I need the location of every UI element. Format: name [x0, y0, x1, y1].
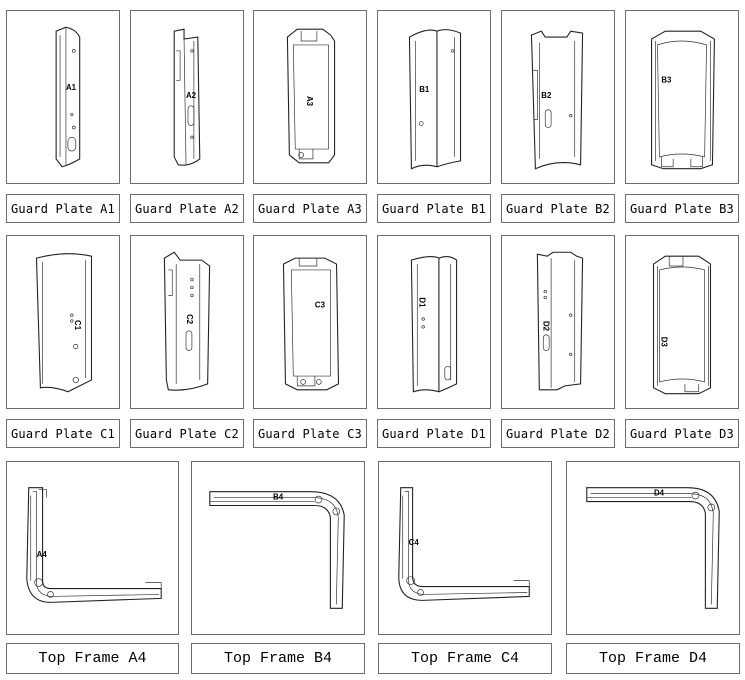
part-label-b2: B2: [541, 91, 552, 100]
guard-plate-c1-caption[interactable]: Guard Plate C1: [6, 419, 120, 448]
guard-plate-c2-image[interactable]: C2: [130, 235, 244, 409]
guard-plate-b1-caption[interactable]: Guard Plate B1: [377, 194, 491, 223]
part-label-b4: B4: [273, 493, 284, 502]
part-label-c2: C2: [185, 314, 194, 325]
guard-plate-c2-card[interactable]: C2 Guard Plate C2: [130, 235, 244, 450]
guard-plate-a2-caption[interactable]: Guard Plate A2: [130, 194, 244, 223]
part-label-b3: B3: [661, 75, 672, 84]
top-frame-c4-image[interactable]: C4: [378, 461, 552, 635]
top-frame-d4-card[interactable]: D4 Top Frame D4: [566, 461, 740, 676]
part-label-c3: C3: [315, 300, 326, 309]
top-frame-c4-caption[interactable]: Top Frame C4: [378, 643, 552, 674]
part-label-d2: D2: [541, 321, 550, 332]
top-frame-c4-card[interactable]: C4 Top Frame C4: [378, 461, 552, 676]
guard-plate-a2-image[interactable]: A2: [130, 10, 244, 184]
part-label-d4: D4: [654, 489, 665, 498]
top-frame-a4-image[interactable]: A4: [6, 461, 179, 635]
guard-plate-a3-caption[interactable]: Guard Plate A3: [253, 194, 367, 223]
guard-plate-d3-caption[interactable]: Guard Plate D3: [625, 419, 739, 448]
guard-plate-d1-caption[interactable]: Guard Plate D1: [377, 419, 491, 448]
top-frame-b4-image[interactable]: B4: [191, 461, 365, 635]
part-label-c1: C1: [73, 320, 82, 331]
part-label-a1: A1: [66, 83, 77, 92]
part-label-d3: D3: [659, 337, 668, 348]
part-label-a4: A4: [37, 550, 48, 559]
guard-plate-c1-card[interactable]: C1 Guard Plate C1: [6, 235, 120, 450]
guard-plate-a1-image[interactable]: A1: [6, 10, 120, 184]
part-label-a3: A3: [305, 96, 314, 107]
guard-plate-d2-image[interactable]: D2: [501, 235, 615, 409]
guard-plate-b3-caption[interactable]: Guard Plate B3: [625, 194, 739, 223]
guard-plate-b2-caption[interactable]: Guard Plate B2: [501, 194, 615, 223]
guard-plate-b2-image[interactable]: B2: [501, 10, 615, 184]
guard-plate-d2-card[interactable]: D2 Guard Plate D2: [501, 235, 615, 450]
guard-plate-a2-card[interactable]: A2 Guard Plate A2: [130, 10, 244, 225]
guard-plate-b2-card[interactable]: B2 Guard Plate B2: [501, 10, 615, 225]
top-frame-a4-card[interactable]: A4 Top Frame A4: [6, 461, 179, 676]
guard-plate-c3-image[interactable]: C3: [253, 235, 367, 409]
guard-plate-d2-caption[interactable]: Guard Plate D2: [501, 419, 615, 448]
top-frame-row: A4 Top Frame A4 B4 Top Frame B4: [0, 461, 745, 676]
guard-plate-a1-card[interactable]: A1 Guard Plate A1: [6, 10, 120, 225]
guard-plate-a3-card[interactable]: A3 Guard Plate A3: [253, 10, 367, 225]
guard-plate-c3-card[interactable]: C3 Guard Plate C3: [253, 235, 367, 450]
guard-plate-d3-card[interactable]: D3 Guard Plate D3: [625, 235, 739, 450]
guard-plate-c1-image[interactable]: C1: [6, 235, 120, 409]
guard-plate-c3-caption[interactable]: Guard Plate C3: [253, 419, 367, 448]
guard-plate-row-1: A1 Guard Plate A1 A2 Guard Plate A2: [0, 10, 745, 225]
guard-plate-d1-card[interactable]: D1 Guard Plate D1: [377, 235, 491, 450]
top-frame-b4-card[interactable]: B4 Top Frame B4: [191, 461, 365, 676]
top-frame-d4-caption[interactable]: Top Frame D4: [566, 643, 740, 674]
guard-plate-b3-card[interactable]: B3 Guard Plate B3: [625, 10, 739, 225]
guard-plate-d1-image[interactable]: D1: [377, 235, 491, 409]
top-frame-b4-caption[interactable]: Top Frame B4: [191, 643, 365, 674]
guard-plate-row-2: C1 Guard Plate C1 C2 Guard Plate C2: [0, 235, 745, 450]
top-frame-d4-image[interactable]: D4: [566, 461, 740, 635]
guard-plate-a1-caption[interactable]: Guard Plate A1: [6, 194, 120, 223]
part-label-c4: C4: [409, 538, 420, 547]
guard-plate-b1-card[interactable]: B1 Guard Plate B1: [377, 10, 491, 225]
guard-plate-d3-image[interactable]: D3: [625, 235, 739, 409]
top-frame-a4-caption[interactable]: Top Frame A4: [6, 643, 179, 674]
part-label-d1: D1: [417, 297, 426, 308]
guard-plate-c2-caption[interactable]: Guard Plate C2: [130, 419, 244, 448]
guard-plate-b3-image[interactable]: B3: [625, 10, 739, 184]
part-label-b1: B1: [419, 85, 430, 94]
guard-plate-a3-image[interactable]: A3: [253, 10, 367, 184]
part-label-a2: A2: [186, 91, 197, 100]
guard-plate-b1-image[interactable]: B1: [377, 10, 491, 184]
